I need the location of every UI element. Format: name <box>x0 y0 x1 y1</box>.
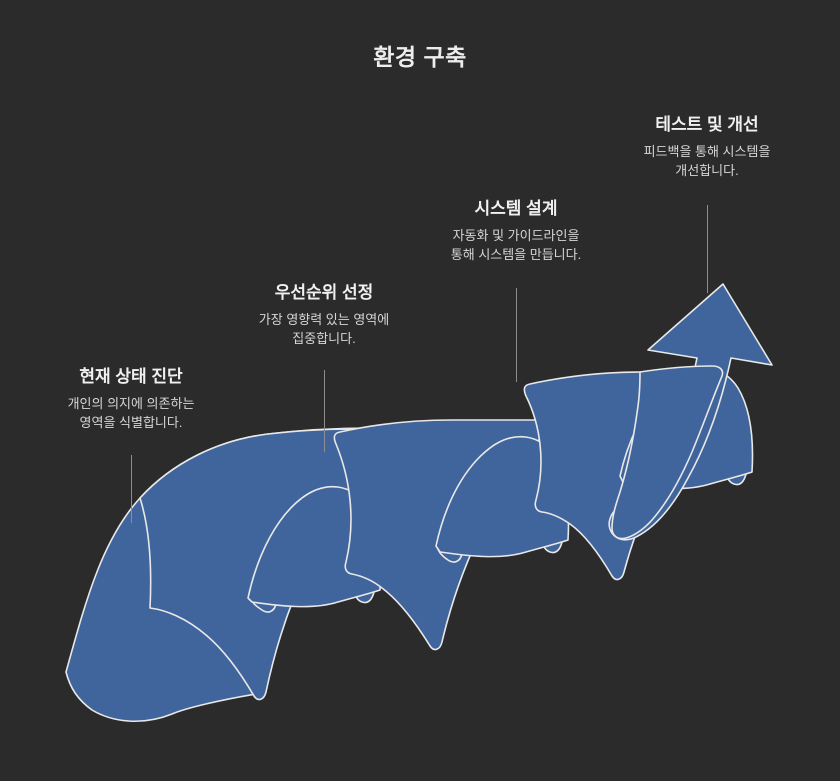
step-label-1[interactable]: 현재 상태 진단 개인의 의지에 의존하는 영역을 식별합니다. <box>21 366 241 433</box>
step-1-desc-line-1: 개인의 의지에 의존하는 <box>67 396 195 412</box>
page-title: 환경 구축 <box>373 44 467 70</box>
step-2-description: 가장 영향력 있는 영역에 집중합니다. <box>214 311 434 349</box>
step-3-description: 자동화 및 가이드라인을 통해 시스템을 만듭니다. <box>406 227 626 265</box>
step-2-desc-line-2: 집중합니다. <box>292 330 356 346</box>
step-3-desc-line-1: 자동화 및 가이드라인을 <box>452 228 580 244</box>
leader-line-2 <box>324 370 325 452</box>
arrow-shaft <box>611 365 724 540</box>
step-3-heading: 시스템 설계 <box>474 199 558 218</box>
leader-line-3 <box>516 288 517 382</box>
step-4-desc-line-1: 피드백을 통해 시스템을 <box>643 144 771 160</box>
step-4-heading: 테스트 및 개선 <box>655 115 759 134</box>
step-3-desc-line-2: 통해 시스템을 만듭니다. <box>450 246 582 262</box>
step-4-description: 피드백을 통해 시스템을 개선합니다. <box>597 143 817 181</box>
step-label-3[interactable]: 시스템 설계 자동화 및 가이드라인을 통해 시스템을 만듭니다. <box>406 198 626 265</box>
step-label-4[interactable]: 테스트 및 개선 피드백을 통해 시스템을 개선합니다. <box>597 114 817 181</box>
step-4-desc-line-2: 개선합니다. <box>675 162 739 178</box>
leader-line-4 <box>707 205 708 293</box>
leader-line-1 <box>131 455 132 523</box>
step-2-desc-line-1: 가장 영향력 있는 영역에 <box>258 312 390 328</box>
step-2-heading: 우선순위 선정 <box>274 283 374 302</box>
step-1-description: 개인의 의지에 의존하는 영역을 식별합니다. <box>21 395 241 433</box>
step-1-desc-line-2: 영역을 식별합니다. <box>79 414 183 430</box>
step-label-2[interactable]: 우선순위 선정 가장 영향력 있는 영역에 집중합니다. <box>214 282 434 349</box>
step-1-heading: 현재 상태 진단 <box>79 367 183 386</box>
